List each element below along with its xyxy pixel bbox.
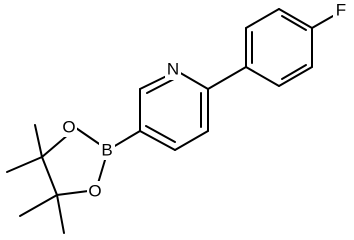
double-bond-inner	[145, 125, 176, 143]
fluorophenyl-ring	[245, 8, 313, 87]
nitrogen-atom-label: N	[167, 60, 179, 79]
double-bond-inner	[281, 15, 307, 31]
bond	[174, 130, 209, 151]
bond	[278, 8, 313, 29]
double-bond-inner	[146, 78, 175, 94]
oxygen-bottom-atom-label: O	[88, 182, 101, 201]
bond	[278, 66, 313, 87]
bond	[245, 8, 280, 29]
methyl-bond	[6, 156, 43, 173]
boron-atom-label: B	[101, 141, 112, 160]
methyl-bond	[19, 194, 58, 217]
bond	[176, 70, 209, 90]
bond-c-c	[41, 156, 58, 196]
bond	[245, 66, 280, 87]
oxygen-top-atom-label: O	[62, 118, 75, 137]
methyl-bond	[34, 124, 43, 158]
methyl-bond	[56, 194, 65, 234]
fluorine-atom-label: F	[336, 1, 346, 20]
bond-c-f	[311, 15, 334, 29]
methyl-groups	[6, 124, 65, 234]
biaryl-bond	[207, 66, 247, 90]
pyridine-ring	[139, 70, 209, 151]
bond	[139, 130, 176, 151]
double-bond-inner	[281, 64, 307, 80]
